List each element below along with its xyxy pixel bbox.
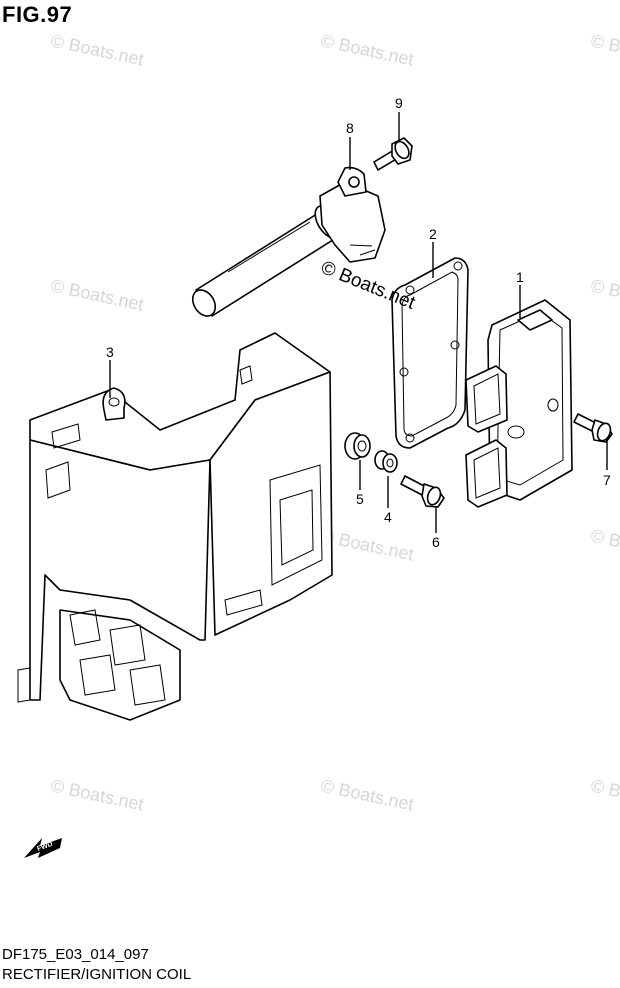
callout-8: 8 [346, 120, 354, 136]
callout-4: 4 [384, 509, 392, 525]
leader-lines [109, 112, 608, 533]
callout-6: 6 [432, 534, 440, 550]
callout-1: 1 [516, 269, 524, 285]
bracket-cover-part [17, 332, 333, 721]
diagram-caption: RECTIFIER/IGNITION COIL [2, 966, 192, 983]
callout-7: 7 [603, 472, 611, 488]
diagram-code: DF175_E03_014_097 [2, 946, 149, 963]
callout-2: 2 [429, 226, 437, 242]
callout-5: 5 [356, 491, 364, 507]
bolt-9-part [373, 137, 413, 171]
callout-9: 9 [395, 95, 403, 111]
rectifier-part [465, 299, 573, 508]
figure-title: FIG.97 [2, 2, 73, 27]
grommet-part [344, 432, 371, 460]
bolt-6-part [400, 475, 445, 508]
fwd-arrow-icon: FWD [24, 838, 62, 858]
collar-part [374, 450, 398, 473]
callout-3: 3 [106, 344, 114, 360]
ignition-coil-part [191, 166, 386, 317]
gasket-part [391, 257, 469, 449]
bolt-7-part [573, 413, 613, 443]
